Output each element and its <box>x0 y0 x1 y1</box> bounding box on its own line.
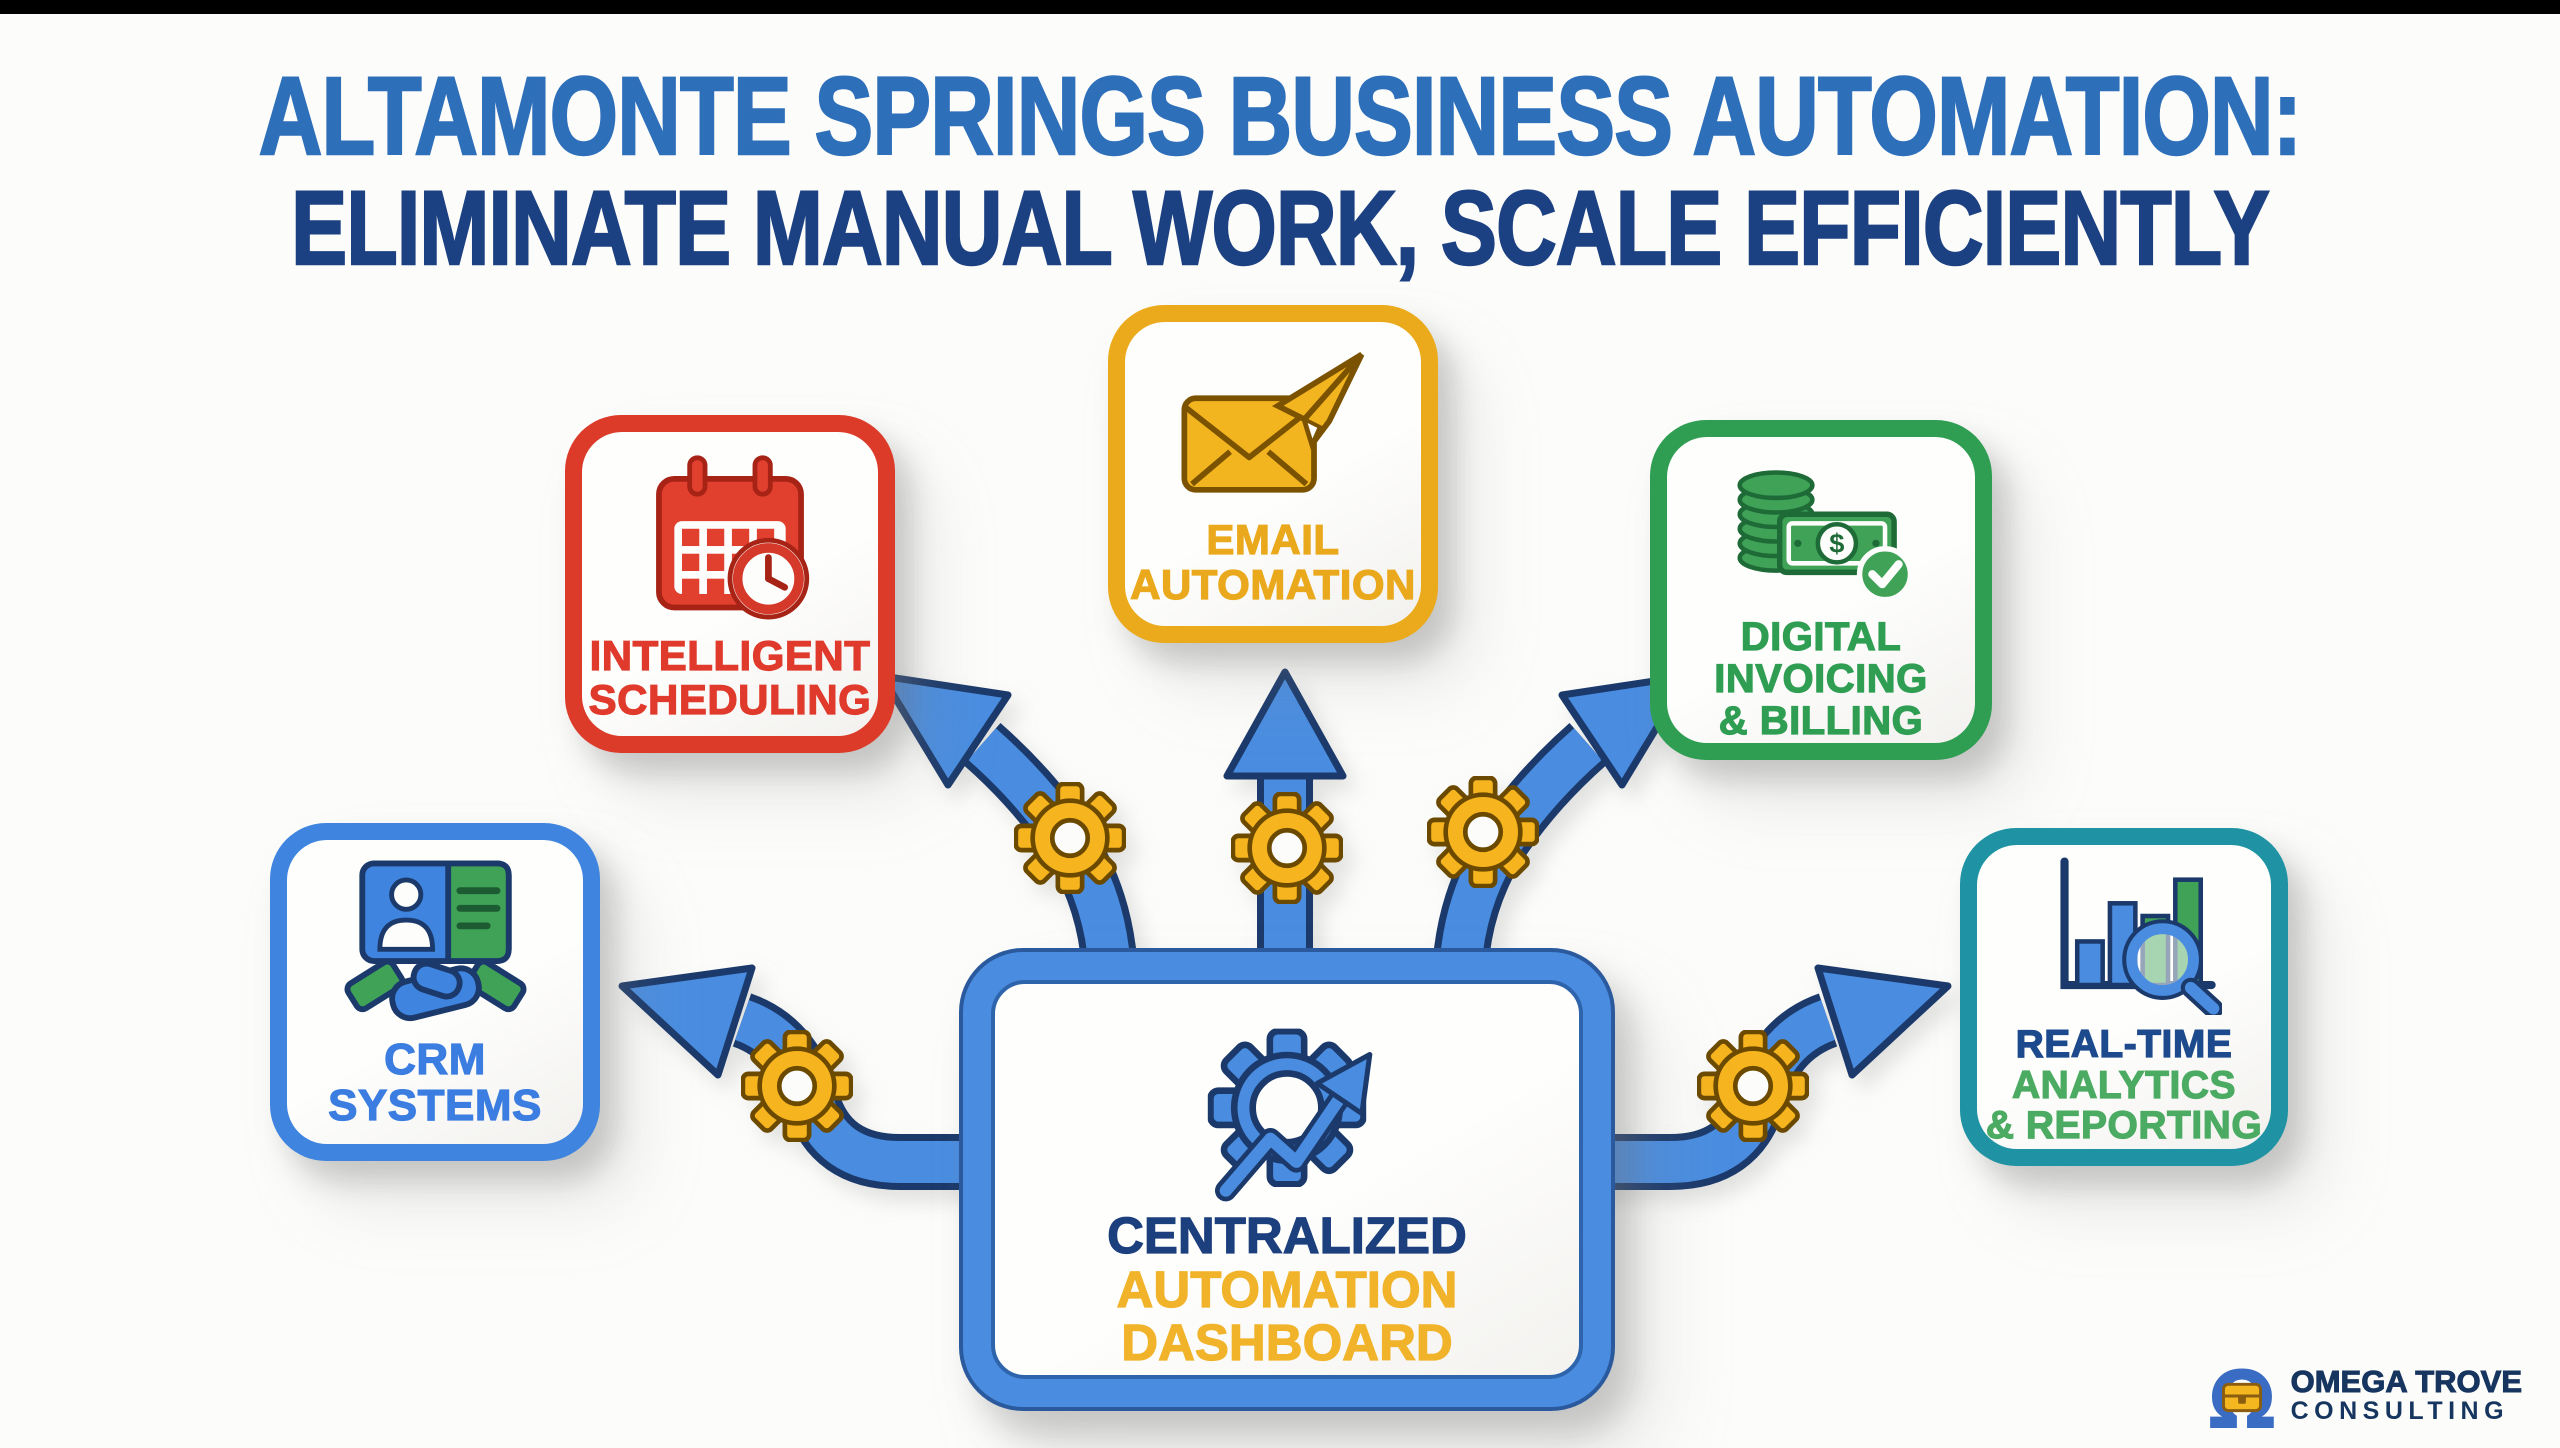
omega-treasure-chest-icon: Ω <box>2208 1356 2276 1434</box>
node-card-crm: CRM SYSTEMS <box>270 823 600 1161</box>
gear-icon <box>1429 778 1537 886</box>
node-card-scheduling: INTELLIGENT SCHEDULING <box>565 415 895 753</box>
svg-text:$: $ <box>1829 527 1844 558</box>
gear-icon <box>1016 784 1124 892</box>
node-label-crm: CRM SYSTEMS <box>328 1034 542 1130</box>
page-title: ALTAMONTE SPRINGS BUSINESS AUTOMATION: E… <box>0 55 2560 288</box>
node-label-email: EMAIL AUTOMATION <box>1130 516 1416 608</box>
brand-logo: Ω OMEGA TROVE CONSULTING <box>2203 1356 2523 1434</box>
gear-icon <box>1699 1032 1807 1140</box>
gear-growth-arrow-icon <box>1197 989 1373 1202</box>
node-card-analytics: REAL-TIME ANALYTICS & REPORTING <box>1960 828 2288 1166</box>
node-label-scheduling: INTELLIGENT SCHEDULING <box>588 631 872 723</box>
hub-label: CENTRALIZED AUTOMATION DASHBOARD <box>1106 1207 1467 1372</box>
title-line-1: ALTAMONTE SPRINGS BUSINESS AUTOMATION: <box>258 55 2303 178</box>
logo-subtitle: CONSULTING <box>2290 1397 2510 1426</box>
node-label-analytics: REAL-TIME ANALYTICS & REPORTING <box>1985 1022 2263 1148</box>
envelope-paper-plane-icon <box>1180 352 1364 494</box>
node-label-invoicing: DIGITAL INVOICING & BILLING <box>1714 615 1928 743</box>
calendar-clock-icon <box>656 455 810 620</box>
logo-name: OMEGA TROVE <box>2290 1363 2522 1399</box>
gear-icon <box>743 1032 851 1140</box>
bar-chart-magnifier-icon <box>2060 857 2222 1015</box>
letterbox-bar <box>0 0 2560 14</box>
coins-banknote-check-icon: $ <box>1737 470 1914 603</box>
gear-icon <box>1233 794 1341 902</box>
hub-card: CENTRALIZED AUTOMATION DASHBOARD <box>963 952 1611 1407</box>
node-card-invoicing: $ DIGITAL INVOICING & BILLING <box>1650 420 1992 760</box>
id-card-handshake-icon <box>344 860 526 1021</box>
title-line-2: ELIMINATE MANUAL WORK, SCALE EFFICIENTLY <box>290 170 2271 288</box>
node-card-email: EMAIL AUTOMATION <box>1108 305 1438 643</box>
